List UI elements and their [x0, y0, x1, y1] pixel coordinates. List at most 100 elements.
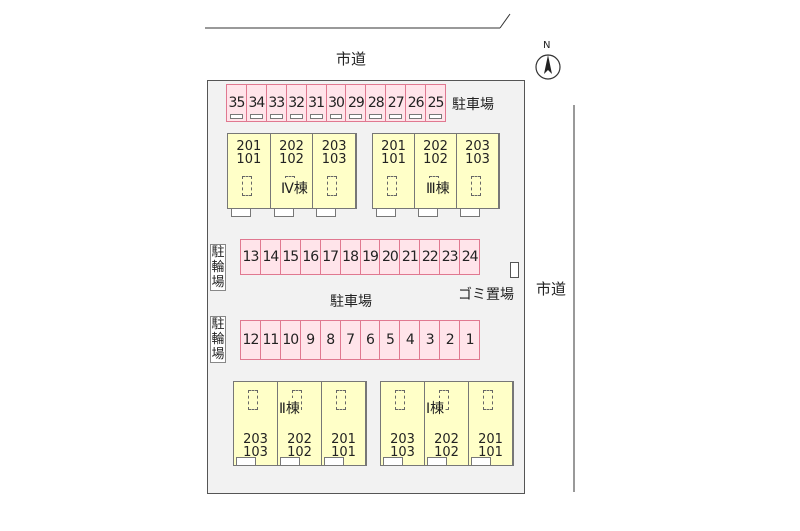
entrance-step [231, 208, 251, 217]
entrance-step [280, 457, 300, 466]
wheel-stop [369, 114, 383, 119]
unit-number-lower: 101 [381, 152, 406, 167]
parking-stall: 7 [340, 321, 361, 359]
parking-stall-number: 15 [282, 249, 299, 265]
parking-stall-number: 23 [441, 249, 459, 265]
unit-number-lower: 101 [236, 152, 262, 167]
unit-number-upper: 203 [465, 139, 490, 154]
parking-stall: 25 [426, 85, 445, 121]
parking-stall-number: 27 [387, 95, 405, 111]
parking-stall: 17 [320, 240, 341, 274]
unit-number-upper: 201 [331, 432, 356, 447]
parking-stall: 3 [420, 321, 441, 359]
parking-stall-number: 33 [268, 95, 285, 111]
parking-stall-number: 7 [346, 332, 355, 348]
unit-number-lower: 102 [279, 152, 304, 167]
unit-number-lower: 103 [243, 445, 268, 460]
entrance-step [273, 208, 294, 217]
unit-number-upper: 203 [243, 432, 268, 447]
parking-stall-number: 1 [465, 332, 475, 348]
parking-label-center: 駐車場 [330, 294, 372, 310]
wheel-stop [409, 114, 423, 119]
building-name: Ⅳ棟 [280, 178, 309, 198]
parking-stall: 14 [260, 240, 281, 274]
parking-stall: 2 [440, 321, 461, 359]
stair-outline [483, 390, 493, 410]
parking-stall: 15 [280, 240, 301, 274]
parking-stall: 16 [300, 240, 321, 274]
parking-stall-number: 6 [366, 332, 375, 348]
bicycle-parking-upper: 駐輪場 [210, 244, 226, 291]
parking-stall: 22 [420, 240, 441, 274]
entrance-step [460, 208, 480, 217]
parking-stall: 4 [400, 321, 421, 359]
parking-stall: 9 [300, 321, 321, 359]
parking-stall: 6 [360, 321, 381, 359]
north-arrow: N [533, 40, 563, 85]
parking-stall-number: 21 [401, 249, 419, 265]
right-road-label: 市道 [536, 280, 567, 298]
unit-number-upper: 201 [478, 432, 503, 447]
parking-stall-number: 29 [347, 95, 365, 111]
wheel-stop [389, 114, 403, 119]
building-name: Ⅲ棟 [425, 178, 451, 198]
entrance-step [471, 457, 491, 466]
unit-number-lower: 102 [287, 445, 312, 460]
parking-label-top: 駐車場 [452, 97, 494, 113]
parking-stall-number: 17 [322, 249, 339, 265]
parking-stall: 29 [346, 85, 367, 121]
wheel-stop [289, 114, 303, 119]
parking-stall-number: 13 [242, 249, 260, 265]
entrance-step [383, 457, 403, 466]
wheel-stop [429, 114, 442, 119]
parking-stall-number: 5 [385, 332, 395, 348]
garbage-box-icon [510, 262, 519, 278]
unit-number-lower: 103 [390, 445, 415, 460]
unit-number-upper: 203 [390, 432, 415, 447]
unit-number-lower: 101 [478, 445, 503, 460]
parking-stall-number: 28 [367, 95, 385, 111]
parking-stall-number: 14 [262, 249, 279, 265]
parking-stall-number: 9 [306, 332, 315, 348]
north-label: N [543, 40, 551, 51]
stair-outline [395, 390, 405, 410]
wheel-stop [249, 114, 263, 119]
unit-number-upper: 202 [423, 139, 448, 154]
parking-stall: 23 [440, 240, 461, 274]
parking-stall: 30 [326, 85, 347, 121]
parking-stall-number: 20 [382, 249, 399, 265]
wheel-stop [309, 114, 323, 119]
parking-stall: 8 [320, 321, 341, 359]
parking-stall-number: 16 [302, 249, 319, 265]
stair-outline [471, 176, 481, 196]
stair-outline [327, 176, 338, 196]
unit-number-lower: 102 [434, 445, 459, 460]
entrance-step [324, 457, 344, 466]
stair-outline [336, 390, 346, 410]
parking-stall: 26 [406, 85, 427, 121]
building-name: Ⅱ棟 [278, 398, 301, 418]
unit-number-upper: 203 [321, 139, 347, 154]
unit-number-upper: 201 [236, 139, 262, 154]
unit-number-upper: 201 [381, 139, 406, 154]
parking-stall-number: 10 [282, 332, 299, 348]
unit-number-lower: 103 [465, 152, 490, 167]
parking-stall-number: 24 [461, 249, 479, 265]
stair-outline [248, 390, 258, 410]
top-road-corner [499, 13, 511, 29]
parking-stall: 33 [266, 85, 287, 121]
parking-stall: 31 [306, 85, 327, 121]
wheel-stop [329, 114, 343, 119]
